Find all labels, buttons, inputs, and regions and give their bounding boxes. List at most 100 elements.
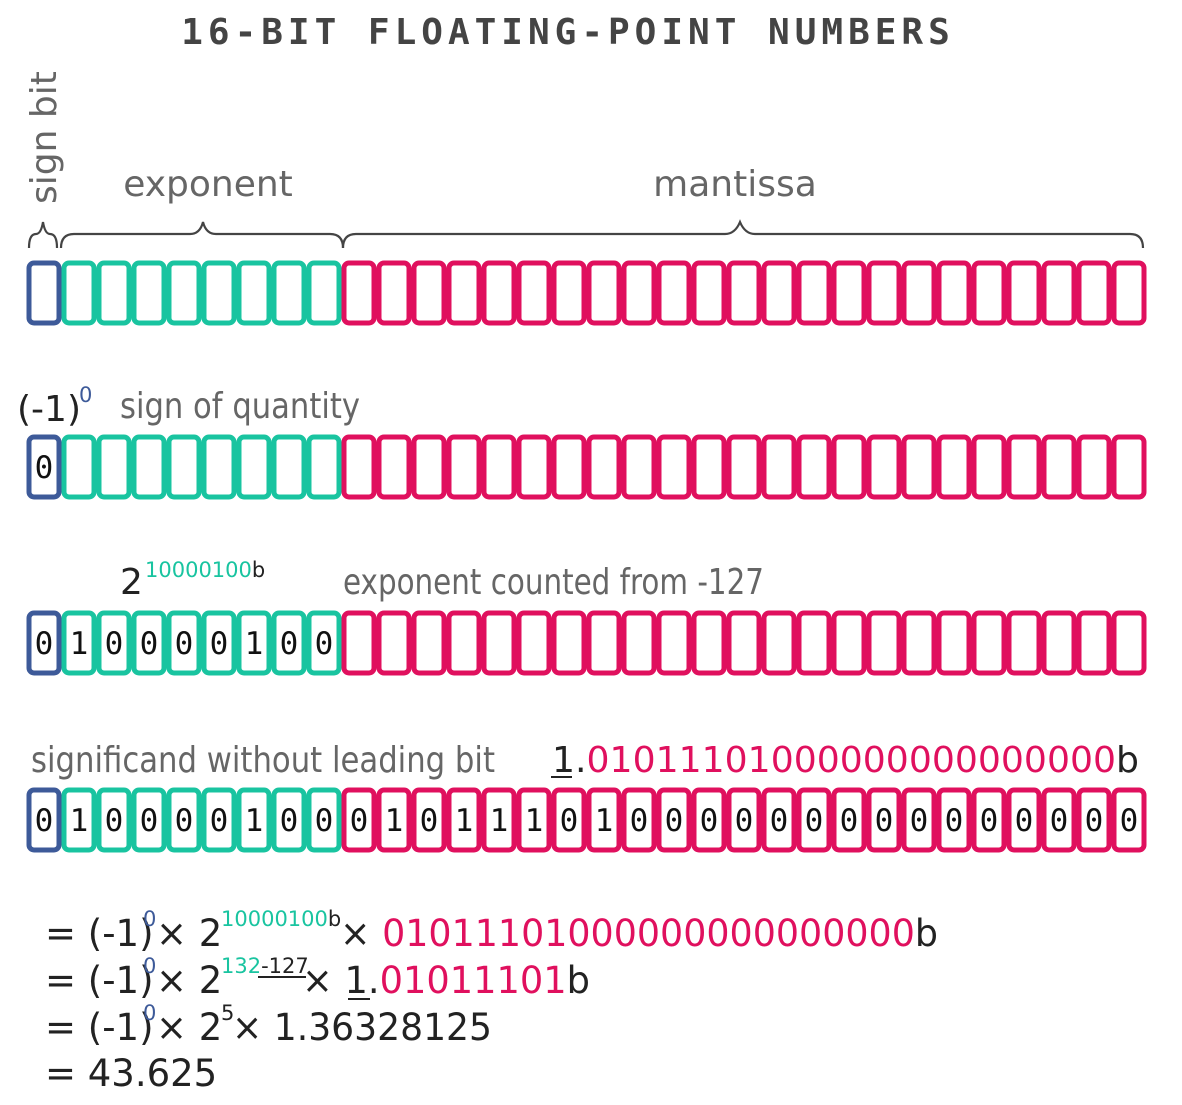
bit-cell-man: [656, 787, 692, 853]
bit-cell-exp: [96, 610, 132, 676]
bit-cell-man: [586, 260, 622, 326]
bit-cell-man: [446, 260, 482, 326]
bit-cell-man: [796, 260, 832, 326]
bit-value: 0: [35, 626, 54, 662]
bit-cell-man: [1076, 610, 1112, 676]
bit-cell-exp: [306, 610, 342, 676]
significand-label: significand without leading bit: [31, 740, 495, 781]
svg-text:× 01011101000000000000000b: × 01011101000000000000000b: [340, 912, 938, 955]
bit-cell-man: [901, 434, 937, 500]
bit-cell-man: [446, 610, 482, 676]
eq3-p1: 0: [143, 1001, 156, 1025]
bit-cell-man: [901, 610, 937, 676]
bit-cell-man: [551, 260, 587, 326]
bit-cell-man: [516, 434, 552, 500]
eq2-p1: 0: [143, 954, 156, 978]
eq1-p1: 0: [143, 907, 156, 931]
svg-text:0: 0: [143, 954, 156, 978]
bit-cell-man: [1076, 787, 1112, 853]
bit-value: 0: [805, 803, 824, 839]
svg-text:0: 0: [143, 1001, 156, 1025]
bit-value: 0: [280, 626, 299, 662]
bit-cell-man: [901, 260, 937, 326]
bit-cell-man: [971, 610, 1007, 676]
bit-cell-exp: [271, 260, 307, 326]
bit-cell-exp: [271, 787, 307, 853]
bit-cell-man: [516, 787, 552, 853]
svg-text:10000100b: 10000100b: [221, 907, 341, 931]
svg-text:2: 2: [120, 562, 143, 603]
bit-value: 0: [175, 803, 194, 839]
bit-cell-man: [481, 260, 517, 326]
bit-cell-exp: [201, 610, 237, 676]
bit-cell-exp: [96, 434, 132, 500]
eq1-op: ×: [340, 912, 382, 955]
bit-value: 1: [595, 803, 614, 839]
bit-value: 0: [315, 803, 334, 839]
bit-cell-exp: [131, 434, 167, 500]
mantissa-brace: [341, 219, 1145, 249]
svg-text:0: 0: [79, 383, 92, 407]
eq1-p2: 10000100: [221, 907, 328, 931]
eq2-op: ×: [302, 959, 344, 1002]
bit-cell-man: [621, 434, 657, 500]
bit-value: 0: [280, 803, 299, 839]
bit-cell-man: [936, 434, 972, 500]
svg-text:= 43.625: = 43.625: [45, 1052, 217, 1095]
bit-cell-man: [831, 787, 867, 853]
eq2-tail-lead: 1: [344, 959, 367, 1002]
bit-cell-man: [656, 260, 692, 326]
sign-expression: (-1) 0: [17, 383, 92, 430]
bit-cell-man: [901, 787, 937, 853]
exponent-label: exponent: [123, 164, 293, 205]
bit-cell-man: [691, 434, 727, 500]
eq3-mid: × 2: [156, 1006, 222, 1049]
bit-cell-exp: [166, 787, 202, 853]
sign-bit-label: sign bit: [24, 71, 65, 204]
bit-cell-exp: [306, 260, 342, 326]
bit-cell-man: [551, 434, 587, 500]
bit-value: 1: [245, 626, 264, 662]
bit-value: 0: [210, 626, 229, 662]
bit-cell-man: [831, 260, 867, 326]
eq2-end: b: [567, 959, 590, 1002]
svg-text:132-127: 132-127: [221, 954, 309, 978]
eq1-colored: 01011101000000000000000: [382, 912, 915, 955]
bit-cell-man: [796, 434, 832, 500]
mantissa-expression: 1.01011101000000000000000b: [551, 740, 1139, 781]
bit-value: 0: [700, 803, 719, 839]
bit-value: 0: [840, 803, 859, 839]
bit-cell-exp: [306, 434, 342, 500]
bit-cell-man: [411, 260, 447, 326]
bit-cell-exp: [166, 434, 202, 500]
bit-value: 0: [1120, 803, 1139, 839]
eq1-end: b: [915, 912, 938, 955]
bit-row-1: [26, 260, 1147, 326]
bit-value: 0: [1015, 803, 1034, 839]
equation-4: = 43.625: [45, 1052, 217, 1095]
bit-cell-man: [1041, 610, 1077, 676]
bit-cell-man: [1006, 610, 1042, 676]
bit-value: 0: [1085, 803, 1104, 839]
bit-cell-exp: [236, 260, 272, 326]
svg-text:1.01011101000000000000000b: 1.01011101000000000000000b: [552, 740, 1139, 781]
bit-cell-man: [446, 434, 482, 500]
mantissa-expr-dot: .: [575, 740, 587, 781]
bit-cell-man: [761, 260, 797, 326]
bit-cell-exp: [236, 610, 272, 676]
bit-cell-man: [796, 787, 832, 853]
bit-cell-exp: [96, 260, 132, 326]
bit-cell-exp: [166, 610, 202, 676]
eq2-tail-dot: .: [368, 959, 380, 1002]
eq3-tail: × 1.36328125: [232, 1006, 492, 1049]
bit-cell-exp: [61, 434, 97, 500]
bit-cell-man: [621, 610, 657, 676]
bit-value: 0: [105, 803, 124, 839]
bit-cell-man: [761, 787, 797, 853]
bit-value: 0: [945, 803, 964, 839]
bit-cell-man: [691, 610, 727, 676]
eq2-p2a: 132: [221, 954, 261, 978]
